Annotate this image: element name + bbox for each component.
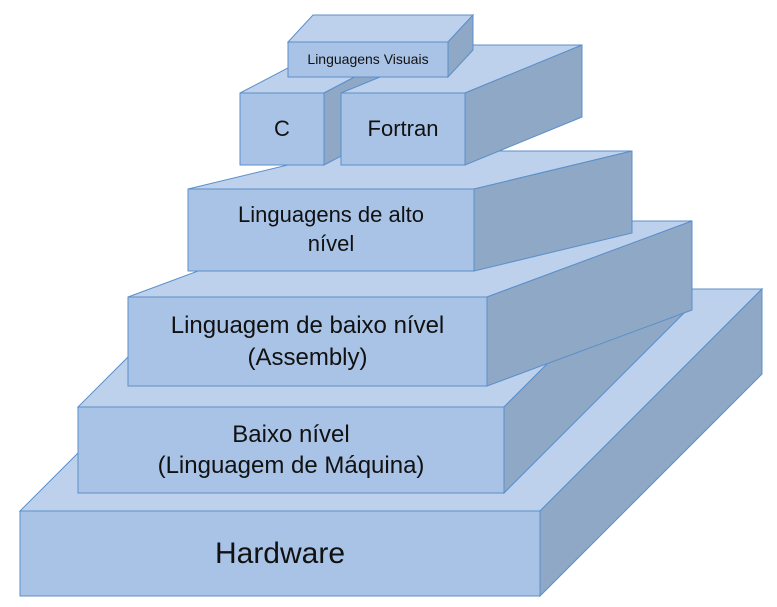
block-c-front — [239, 92, 325, 166]
layer-high-level-label: Linguagens de alto nível — [238, 202, 424, 256]
layer-machine-language-label: Baixo nível (Linguagem de Máquina) — [157, 420, 425, 479]
layer-hardware-label: Hardware — [214, 537, 346, 570]
block-machine-language-front — [77, 406, 505, 494]
layer-fortran-label: Fortran — [367, 115, 439, 141]
layer-assembly-label: Linguagem de baixo nível (Assembly) — [170, 312, 445, 371]
layer-visual-languages-label: Linguagens Visuais — [307, 51, 429, 68]
block-visual-languages-front — [287, 41, 449, 78]
block-fortran-front — [340, 92, 466, 166]
block-visual-languages-top — [286, 14, 475, 43]
block-hardware-front — [19, 510, 541, 597]
block-high-level-front — [187, 188, 475, 272]
layer-c-label: C — [274, 115, 290, 141]
block-assembly-front — [127, 296, 488, 387]
